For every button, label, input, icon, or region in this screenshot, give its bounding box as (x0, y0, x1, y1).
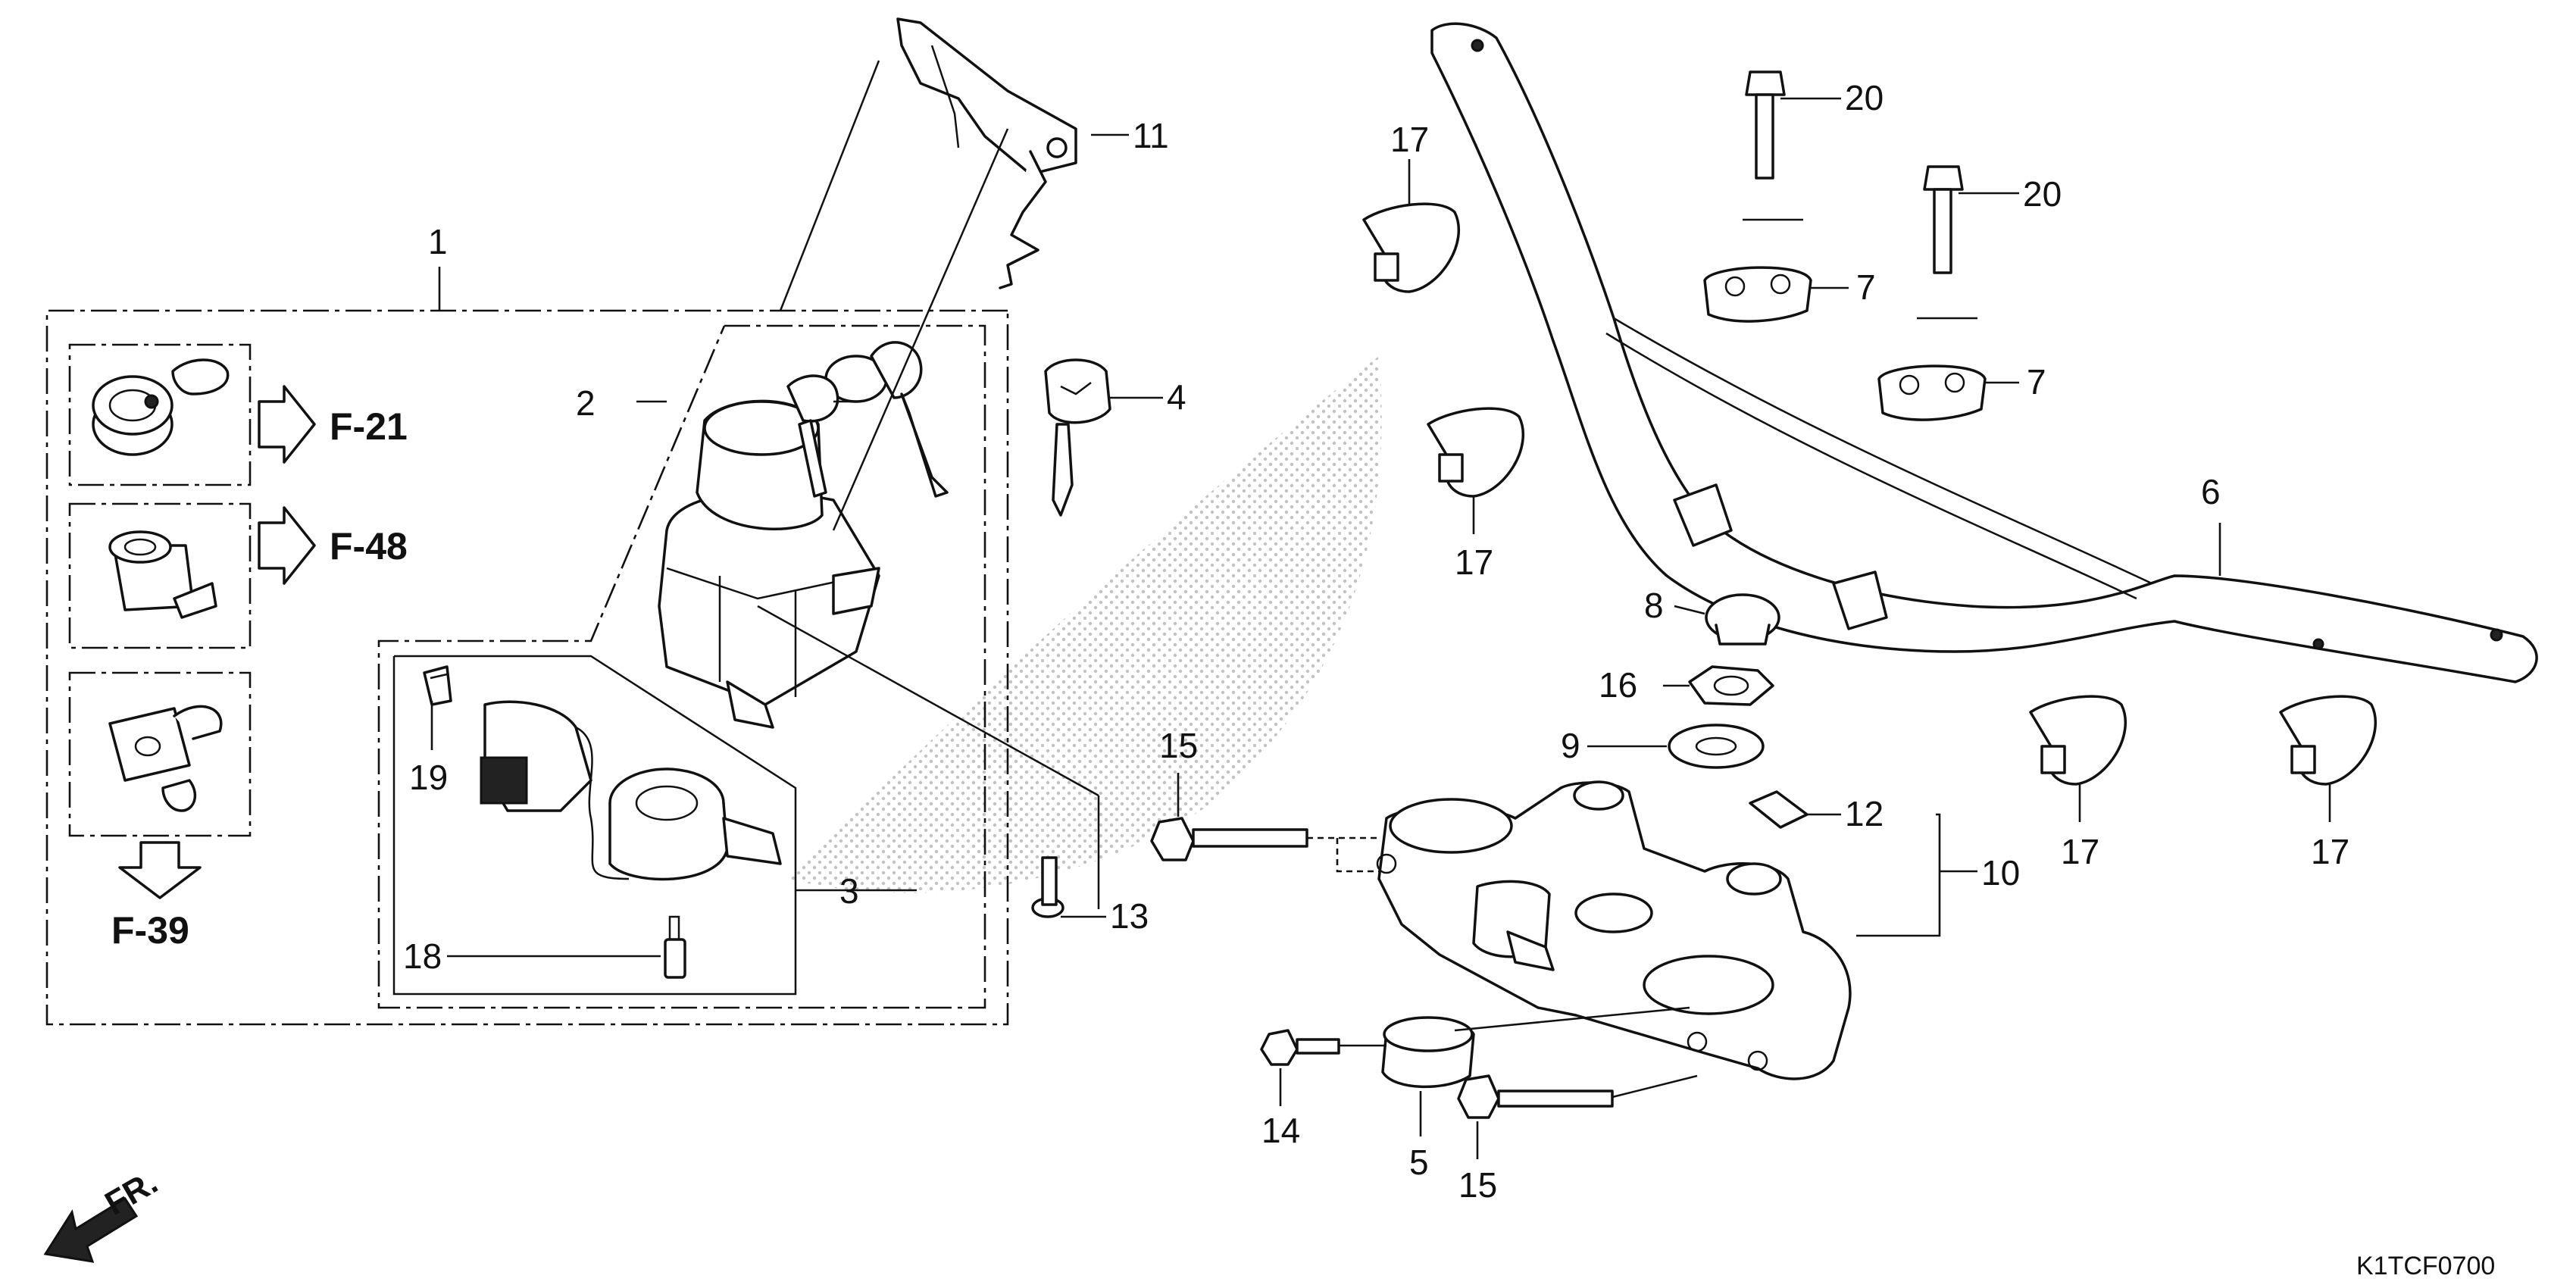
part-20-bolt-b (1917, 165, 1977, 320)
callout-19[interactable]: 19 (409, 758, 448, 797)
arrow-to-f21 (258, 385, 316, 464)
part-19-clip (423, 665, 452, 706)
part-17-clamp-c (2029, 695, 2127, 786)
leader-lines (430, 97, 2331, 1159)
part-11-bracket (896, 17, 1077, 289)
fuel-cap-illustration (92, 358, 230, 456)
part-17-clamp-d (2279, 695, 2377, 786)
arrow-to-f39 (118, 841, 202, 899)
part-9-washer (1668, 724, 1765, 769)
diagram-code: K1TCF0700 (2356, 1252, 2495, 1280)
callout-11[interactable]: 11 (1133, 116, 1169, 155)
callout-2[interactable]: 2 (576, 383, 596, 423)
callout-20-bottom[interactable]: 20 (2023, 174, 2062, 214)
part-17-clamp-a (1362, 202, 1460, 293)
part-8-cap (1705, 593, 1780, 646)
part-14-bolt (1260, 1029, 1386, 1066)
part-12-plate (1749, 790, 1809, 829)
ref-helmet-holder[interactable]: F-39 (111, 909, 189, 952)
helmet-holder-illustration (108, 705, 223, 812)
callout-13[interactable]: 13 (1110, 896, 1149, 936)
callout-7-top[interactable]: 7 (1856, 267, 1876, 307)
part-18-screw (664, 915, 686, 979)
callout-8[interactable]: 8 (1644, 586, 1664, 625)
arrow-to-f48 (258, 506, 316, 585)
callout-16[interactable]: 16 (1599, 665, 1637, 705)
part-7-upper-holder-top (1703, 266, 1812, 323)
part-10-top-bridge (1376, 780, 1852, 1080)
callout-15-bottom[interactable]: 15 (1458, 1165, 1497, 1205)
callout-10[interactable]: 10 (1981, 853, 2020, 893)
part-7-upper-holder-bottom (1877, 364, 1987, 421)
part-15-bolt-bottom (1457, 1074, 1698, 1119)
part-15-bolt-top (1150, 817, 1379, 873)
callout-9[interactable]: 9 (1561, 726, 1580, 765)
part-5-clamp (1381, 1016, 1475, 1089)
callout-15-top[interactable]: 15 (1159, 726, 1198, 765)
callout-12[interactable]: 12 (1845, 794, 1884, 833)
callout-17-top-left[interactable]: 17 (1390, 120, 1429, 159)
part-16-nut (1688, 665, 1774, 706)
front-direction-arrow (43, 1196, 139, 1263)
ignition-switch-illustration (658, 399, 880, 729)
part-17-clamp-b (1427, 407, 1524, 498)
callout-17-right-a[interactable]: 17 (2061, 832, 2099, 871)
callout-20-top[interactable]: 20 (1845, 78, 1884, 117)
callout-17-mid-left[interactable]: 17 (1455, 542, 1493, 582)
ref-seat-lock[interactable]: F-48 (330, 525, 408, 567)
key-ring-illustration (786, 341, 949, 498)
part-13-bolt (1031, 856, 1064, 918)
callout-4[interactable]: 4 (1167, 377, 1186, 417)
stipple-background (788, 356, 1382, 893)
ref-fuel-cap[interactable]: F-21 (330, 405, 408, 448)
callout-7-bottom[interactable]: 7 (2027, 362, 2046, 402)
callout-5[interactable]: 5 (1409, 1143, 1429, 1182)
seat-lock-illustration (108, 530, 217, 619)
callout-6[interactable]: 6 (2201, 472, 2221, 511)
callout-17-right-b[interactable]: 17 (2311, 832, 2349, 871)
switch-body-illustration (480, 700, 782, 881)
part-20-bolt-a (1743, 70, 1803, 221)
callout-18[interactable]: 18 (403, 936, 442, 976)
part-6-handlebar (1430, 22, 2538, 683)
part-4-key (1044, 358, 1111, 517)
callout-1[interactable]: 1 (428, 222, 448, 261)
callout-14[interactable]: 14 (1261, 1111, 1300, 1150)
callout-3[interactable]: 3 (839, 871, 859, 911)
